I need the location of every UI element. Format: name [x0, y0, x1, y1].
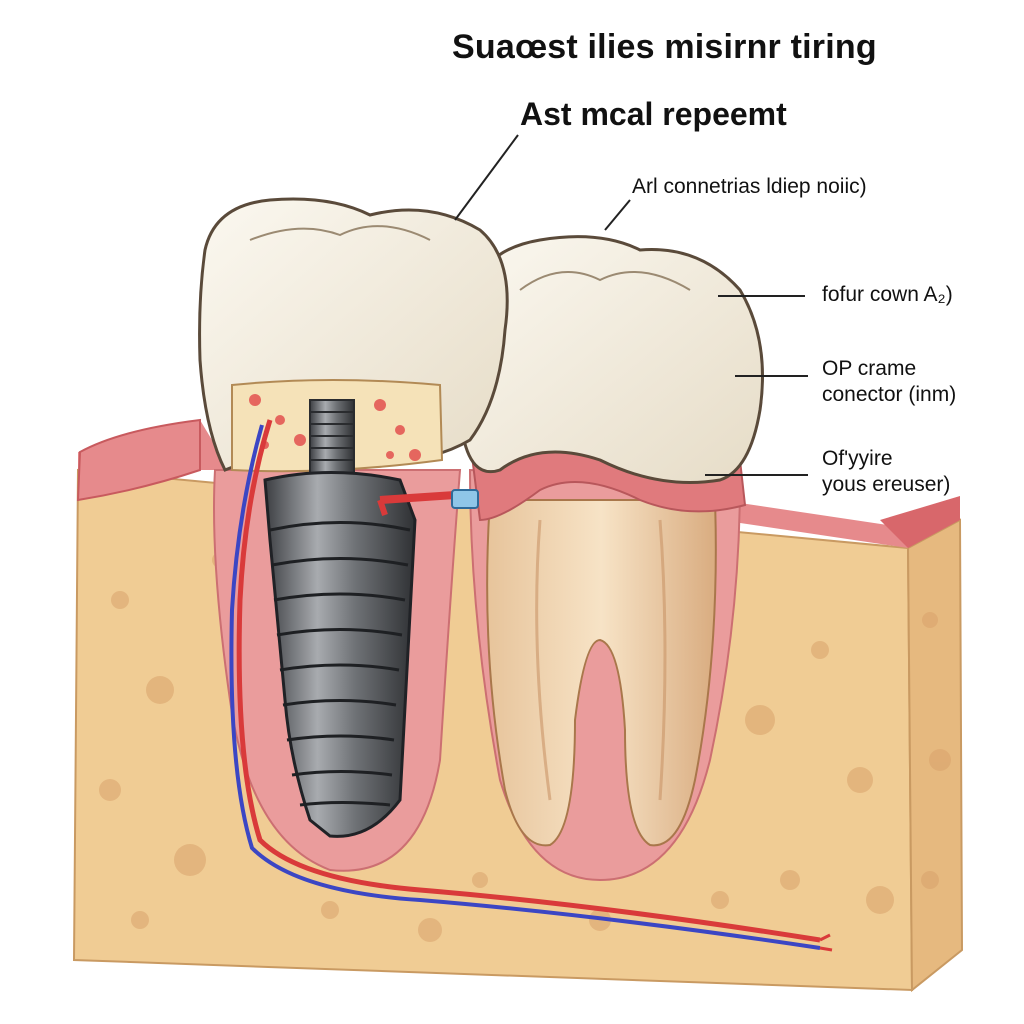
abutment-screw: [310, 400, 354, 480]
label-line: Arl connetrias ldiep noiic): [632, 174, 867, 200]
label-gum: Of'yyire yous ereuser): [822, 446, 950, 498]
label-line: fofur cown A₂): [822, 282, 953, 308]
label-line: OP crame: [822, 356, 956, 382]
label-crown: fofur cown A₂): [822, 282, 953, 308]
diagram-title: Suaœst ilies misirnr tiring: [452, 28, 877, 67]
diagram-subtitle: Ast mcal repeemt: [520, 96, 787, 133]
label-connector: OP crame conector (inm): [822, 356, 956, 408]
label-line: conector (inm): [822, 382, 956, 408]
label-line: Of'yyire: [822, 446, 950, 472]
label-connections: Arl connetrias ldiep noiic): [632, 174, 867, 200]
label-line: yous ereuser): [822, 472, 950, 498]
